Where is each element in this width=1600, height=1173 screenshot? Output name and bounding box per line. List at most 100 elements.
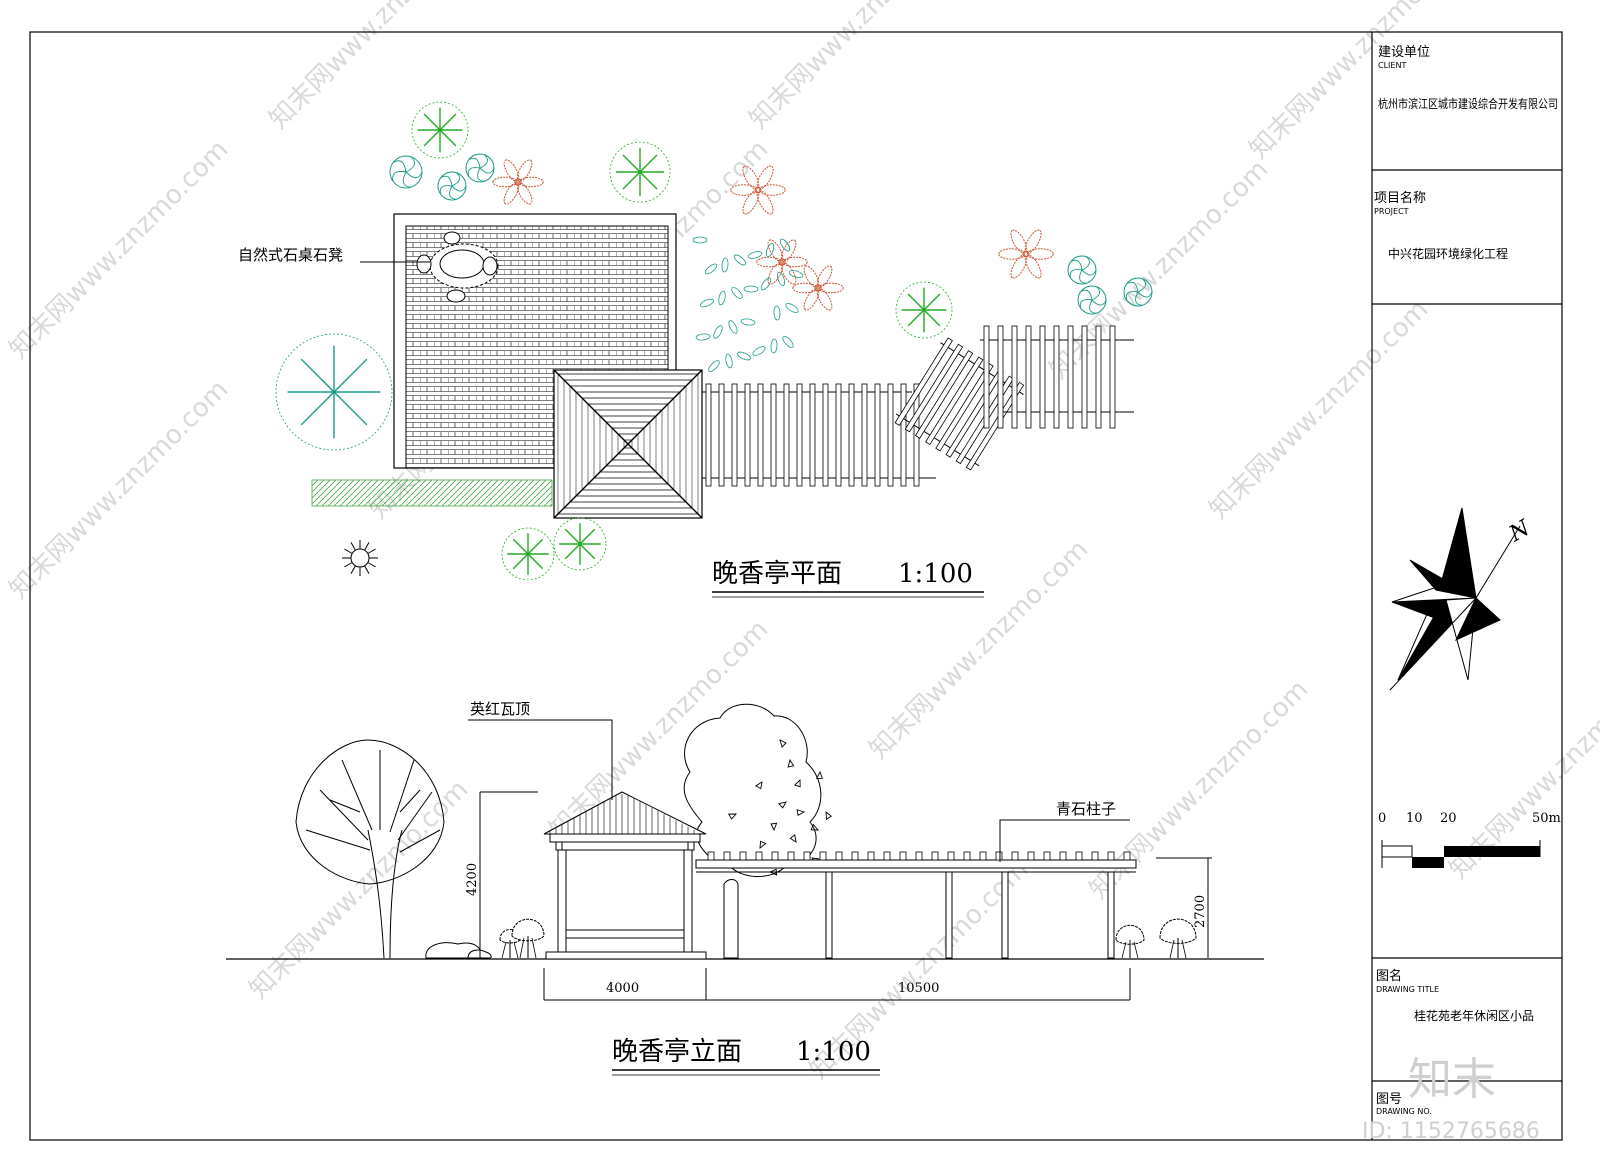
callout-roof: 英红瓦顶 <box>470 700 530 718</box>
groundcover-icon <box>437 171 467 201</box>
pergola-rafter <box>848 383 855 487</box>
leaf-fleck <box>793 778 801 788</box>
pergola-rafter-end <box>739 851 747 861</box>
groundcover-icon <box>1067 255 1097 285</box>
pergola-corridor-elevation <box>695 851 1137 959</box>
dimension-height-pavilion <box>479 791 538 958</box>
leaf-mark <box>733 254 747 266</box>
groundcover-icon <box>465 153 495 183</box>
pergola-rafter <box>894 337 953 426</box>
pergola-rafter-end <box>1011 851 1019 861</box>
leaf-mark <box>788 270 804 278</box>
watermark-text: 知末网www.znzmo.com <box>1244 0 1475 165</box>
pergola-rafter <box>914 350 974 439</box>
project-label: 项目名称 <box>1374 190 1426 206</box>
pergola-rafter-end <box>899 851 907 861</box>
pergola-rafter <box>705 383 712 487</box>
pergola-rafter-end <box>1075 851 1083 861</box>
pergola-rafter <box>718 383 725 487</box>
plan-view: 自然式石桌石凳 晚香亭平面 1:100 <box>238 101 1153 598</box>
drawing-title-value: 桂花苑老年休闲区小品 <box>1414 1008 1534 1023</box>
leaf-mark <box>731 287 743 299</box>
pergola-rafter <box>809 383 816 487</box>
leaf-mark <box>770 338 778 354</box>
flowering-shrub-icon <box>792 265 844 311</box>
scale-tick-20: 20 <box>1440 811 1457 826</box>
client-value: 杭州市滨江区城市建设综合开发有限公司 <box>1378 96 1558 111</box>
watermark-text: 知末网www.znzmo.com <box>4 134 235 365</box>
pergola-rafter-end <box>1027 851 1035 861</box>
leaf-fleck <box>754 781 763 790</box>
leaf-fleck <box>727 813 738 820</box>
pergola-rafter-end <box>1059 851 1067 861</box>
leaf-mark <box>695 333 711 341</box>
pergola-rafter-end <box>947 851 955 861</box>
tree-trunk <box>723 879 739 959</box>
leaf-mark <box>740 318 756 326</box>
leaf-mark <box>776 271 786 287</box>
leaf-fleck <box>770 822 778 832</box>
pergola-rafter <box>935 362 994 452</box>
elevation-view: 英红瓦顶 青石柱子 4200 2700 4000 10500 晚香亭立面 1:1… <box>226 700 1264 1076</box>
title-block: 建设单位 CLIENT 杭州市滨江区城市建设综合开发有限公司 项目名称 PROJ… <box>1374 45 1558 1116</box>
pergola-rafter <box>744 383 751 487</box>
elevation-title: 晚香亭立面 <box>612 1037 742 1067</box>
groundcover-icon <box>1077 285 1107 315</box>
leaf-mark <box>708 360 720 372</box>
pergola-rafter <box>861 383 868 487</box>
plan-scale: 1:100 <box>898 559 973 589</box>
pergola-rafter-end <box>771 851 779 861</box>
leaf-fleck <box>815 770 823 779</box>
flowering-shrub-icon <box>492 159 544 205</box>
plan-title: 晚香亭平面 <box>712 559 842 589</box>
pavilion-elevation <box>543 791 707 960</box>
stone-column <box>1001 871 1009 959</box>
leaf-mark <box>785 303 799 313</box>
hedge-strip <box>311 479 553 507</box>
pergola-rafter-end <box>915 851 923 861</box>
id-watermark: ID: 1152765686 <box>1362 1119 1540 1144</box>
pergola-rafter-end <box>851 851 859 861</box>
shrub-icon <box>1159 918 1197 959</box>
dimension-horizontal <box>543 968 1131 1001</box>
dimension-height-corridor <box>1156 857 1212 958</box>
leaf-mark <box>737 351 751 361</box>
north-label: N <box>1504 515 1535 547</box>
pergola-corridor-plan <box>702 325 1134 487</box>
canopy-tree-icon <box>275 333 393 451</box>
shrub-icon <box>895 281 953 339</box>
column-callout <box>999 819 1130 862</box>
pergola-rafter-end <box>867 851 875 861</box>
watermark-text: 知末网www.znzmo.com <box>264 0 495 135</box>
shrub-icon <box>501 527 555 581</box>
leaf-mark <box>765 242 775 258</box>
pergola-rafter-end <box>803 851 811 861</box>
pergola-rafter-end <box>787 851 795 861</box>
leaf-mark <box>747 251 763 259</box>
pergola-rafter-end <box>819 851 827 861</box>
stone-column <box>1107 871 1115 959</box>
pergola-rafter-end <box>723 851 731 861</box>
leaf-mark <box>773 305 781 321</box>
leaf-mark <box>700 298 714 308</box>
client-sub: CLIENT <box>1378 61 1406 70</box>
leaf-fleck <box>759 840 767 849</box>
groundcover-icon <box>1123 277 1153 307</box>
pergola-rafter <box>965 381 1025 471</box>
watermark-text: 知末网www.znzmo.com <box>4 374 235 605</box>
leaf-mark <box>752 346 766 356</box>
flowering-shrub-icon <box>730 165 786 215</box>
brand-watermark: 知末 <box>1408 1054 1496 1105</box>
shrub-icon <box>511 918 545 959</box>
stone-column <box>825 871 833 959</box>
leaf-fleck <box>810 823 820 831</box>
drawing-title-label: 图名 <box>1376 968 1402 984</box>
leaf-mark <box>704 263 718 275</box>
pergola-rafter-end <box>995 851 1003 861</box>
pergola-rafter <box>874 383 881 487</box>
pergola-rafter <box>1039 325 1046 429</box>
pergola-rafter <box>983 325 990 429</box>
leaf-mark <box>718 290 726 306</box>
